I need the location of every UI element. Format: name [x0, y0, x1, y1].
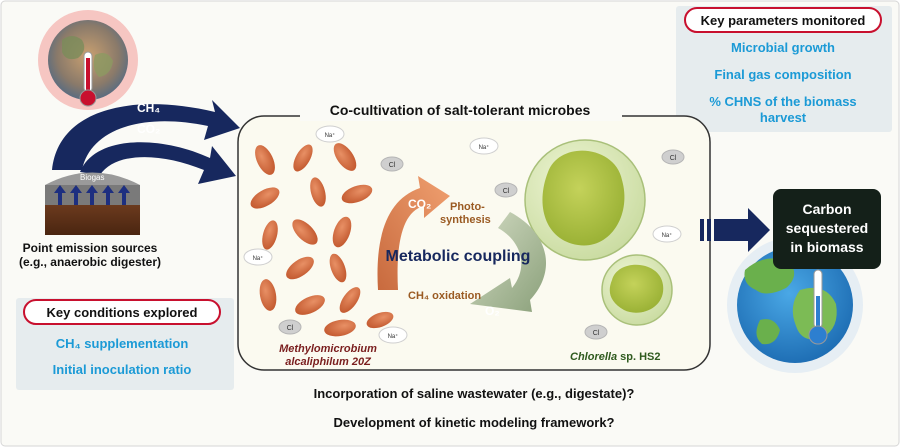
- ion-na-4: Na⁺: [243, 248, 273, 266]
- metabolic-coupling-label: Metabolic coupling: [386, 248, 531, 265]
- photosynthesis-label-1: Photo-: [450, 201, 485, 213]
- ion-na-1: Na⁺: [315, 125, 345, 143]
- bacteria-name-2: alcaliphilum 20Z: [285, 356, 372, 368]
- algae-name: Chlorella sp. HS2: [570, 351, 660, 363]
- bacteria-cells: [250, 143, 394, 337]
- ion-cl-2: Cl: [494, 182, 518, 198]
- ch4-oxidation-label: CH₄ oxidation: [408, 290, 481, 302]
- ion-cl-4: Cl: [278, 319, 302, 335]
- o2-transfer-label: O₂: [485, 304, 500, 318]
- ion-cl-1: Cl: [380, 156, 404, 172]
- co2-transfer-label: CO₂: [408, 197, 431, 211]
- photosynthesis-label-2: synthesis: [440, 214, 491, 226]
- source-caption-line1: Point emission sources: [23, 241, 158, 255]
- svg-text:Cl: Cl: [389, 162, 396, 169]
- svg-text:Na⁺: Na⁺: [662, 232, 673, 239]
- conditions-title-pill: [23, 299, 221, 325]
- emission-arrows: [52, 100, 240, 184]
- algae-cell-small: [601, 254, 673, 326]
- ion-na-2: Na⁺: [469, 137, 499, 155]
- svg-text:Cl: Cl: [287, 325, 294, 332]
- algae-cell-large: [524, 139, 646, 261]
- parameter-growth: Microbial growth: [731, 40, 835, 55]
- thermometer-cool-icon: [808, 269, 828, 345]
- biogas-label: Biogas: [80, 173, 104, 182]
- output-arrow: [700, 208, 770, 252]
- condition-inoculation: Initial inoculation ratio: [53, 362, 192, 377]
- question-modeling: Development of kinetic modeling framewor…: [334, 415, 615, 430]
- question-wastewater: Incorporation of saline wastewater (e.g.…: [314, 386, 635, 401]
- svg-text:Na⁺: Na⁺: [479, 144, 490, 151]
- parameters-title-pill: [684, 7, 882, 33]
- parameter-chns: % CHNS of the biomass: [709, 94, 856, 109]
- thermometer-hot-icon: [79, 51, 97, 107]
- carbon-line1: Carbon: [803, 201, 852, 217]
- svg-text:Na⁺: Na⁺: [325, 132, 336, 139]
- conditions-title: Key conditions explored: [47, 305, 198, 320]
- culture-title: Co-cultivation of salt-tolerant microbes: [330, 102, 591, 118]
- parameters-title: Key parameters monitored: [701, 13, 866, 28]
- source-caption-line2: (e.g., anaerobic digester): [19, 255, 161, 269]
- condition-ch4: CH₄ supplementation: [56, 336, 189, 351]
- parameter-gas: Final gas composition: [714, 67, 851, 82]
- ion-cl-5: Cl: [584, 324, 608, 340]
- svg-text:Cl: Cl: [503, 188, 510, 195]
- bacteria-name-1: Methylomicrobium: [279, 343, 377, 355]
- carbon-line3: in biomass: [790, 239, 863, 255]
- carbon-sequestered-box: [773, 189, 881, 269]
- carbon-line2: sequestered: [786, 220, 868, 236]
- co2-source-label: CO₂: [137, 122, 160, 136]
- svg-text:Cl: Cl: [593, 330, 600, 337]
- co2-transfer-arrow: [377, 176, 450, 290]
- svg-text:Cl: Cl: [670, 155, 677, 162]
- ion-na-3: Na⁺: [652, 225, 682, 243]
- ion-cl-3: Cl: [661, 149, 685, 165]
- parameters-panel: [676, 6, 892, 132]
- culture-title-bg: [300, 99, 622, 121]
- parameter-harvest: harvest: [760, 110, 807, 125]
- digester-icon: [45, 172, 140, 235]
- svg-text:Na⁺: Na⁺: [388, 333, 399, 340]
- ion-na-5: Na⁺: [378, 326, 408, 344]
- methane-label: CH₄: [137, 101, 160, 115]
- o2-transfer-arrow: [470, 212, 547, 312]
- svg-text:Na⁺: Na⁺: [253, 255, 264, 262]
